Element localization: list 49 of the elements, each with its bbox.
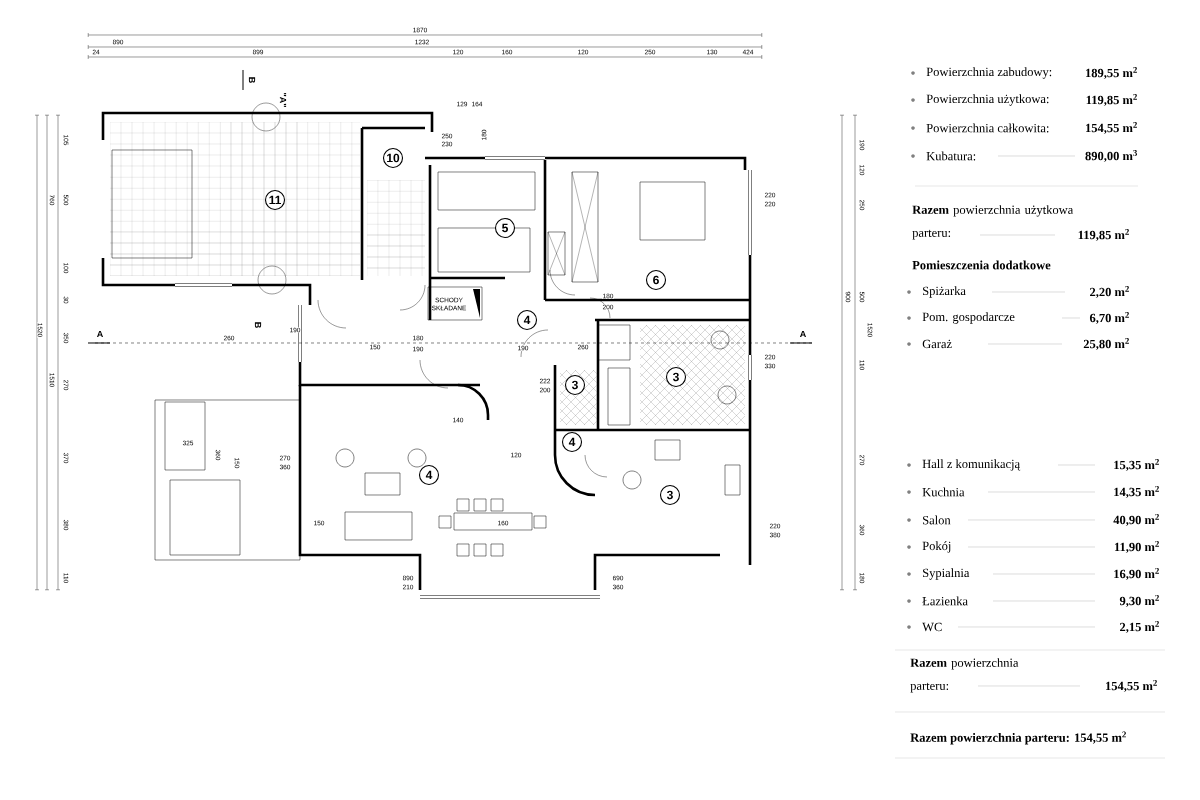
area-name: Hall z komunikacją [922, 459, 1021, 471]
area-name: Razem powierzchnia parteru: [910, 658, 1019, 693]
area-name: Razem powierzchnia użytkowa parteru: [912, 205, 1074, 240]
area-value: 40,90 m$^{2}$ [1113, 513, 1159, 526]
area-value: 6,70 m$^{2}$ [1089, 311, 1129, 324]
area-name: Łazienka [922, 596, 968, 606]
area-value: 2,15 m$^{2}$ [1120, 620, 1159, 633]
room-number: 5 [494, 217, 516, 239]
section-mark: B [248, 77, 256, 83]
area-value: 14,35 m$^{2}$ [1114, 485, 1159, 498]
room-number: 6 [645, 269, 667, 291]
area-value: 119,85 m$^{2}$ [1086, 93, 1137, 106]
area-value: 15,35 m$^{2}$ [1114, 458, 1159, 471]
area-value: 154,55 m$^{2}$ [1086, 121, 1137, 134]
area-name: WC [922, 622, 942, 632]
area-value: 11,90 m$^{2}$ [1114, 540, 1159, 553]
area-name: Kuchnia [922, 487, 965, 497]
room-number: 10 [382, 147, 404, 169]
area-value: 119,85 m$^{2}$ [1078, 228, 1129, 241]
panel-heading: Pomieszczenia dodatkowe [912, 260, 1051, 270]
area-name: Sypialnia [923, 568, 970, 580]
section-mark: A [800, 330, 806, 338]
room-number: 3 [564, 374, 586, 396]
area-value: 189,55 m$^{2}$ [1086, 66, 1137, 79]
area-name: Powierzchnia całkowita: [926, 123, 1049, 133]
room-number: 4 [561, 431, 583, 453]
area-name: Spiżarka [923, 286, 966, 298]
area-name: Powierzchnia zabudowy: [926, 67, 1052, 79]
area-name: Pokój [922, 541, 951, 553]
room-number: 4 [418, 464, 440, 486]
area-name: Garaż [922, 339, 952, 349]
room-number: 11 [264, 189, 286, 211]
area-value: 2,20 m$^{2}$ [1090, 285, 1129, 298]
area-name: Powierzchnia użytkowa: [926, 94, 1049, 106]
area-value: 16,90 m$^{2}$ [1114, 567, 1159, 580]
panel-heading: Razem powierzchnia parteru: 154,55 m$^{2}$ [910, 731, 1126, 745]
room-number: 3 [659, 484, 681, 506]
area-value: 9,30 m$^{2}$ [1119, 594, 1159, 607]
area-value: 154,55 m$^{2}$ [1106, 679, 1157, 692]
section-mark: "A" [279, 93, 287, 107]
area-value: 25,80 m$^{2}$ [1083, 337, 1129, 350]
area-name: Pom. gospodarcze [922, 312, 1015, 324]
section-mark: A [97, 330, 103, 338]
area-name: Kubatura: [926, 151, 976, 161]
section-mark: B [254, 322, 262, 328]
area-value: 890,00 m$^{3}$ [1085, 149, 1137, 162]
room-number: 3 [665, 366, 687, 388]
area-name: Salon [923, 515, 951, 525]
room-number: 4 [516, 309, 538, 331]
